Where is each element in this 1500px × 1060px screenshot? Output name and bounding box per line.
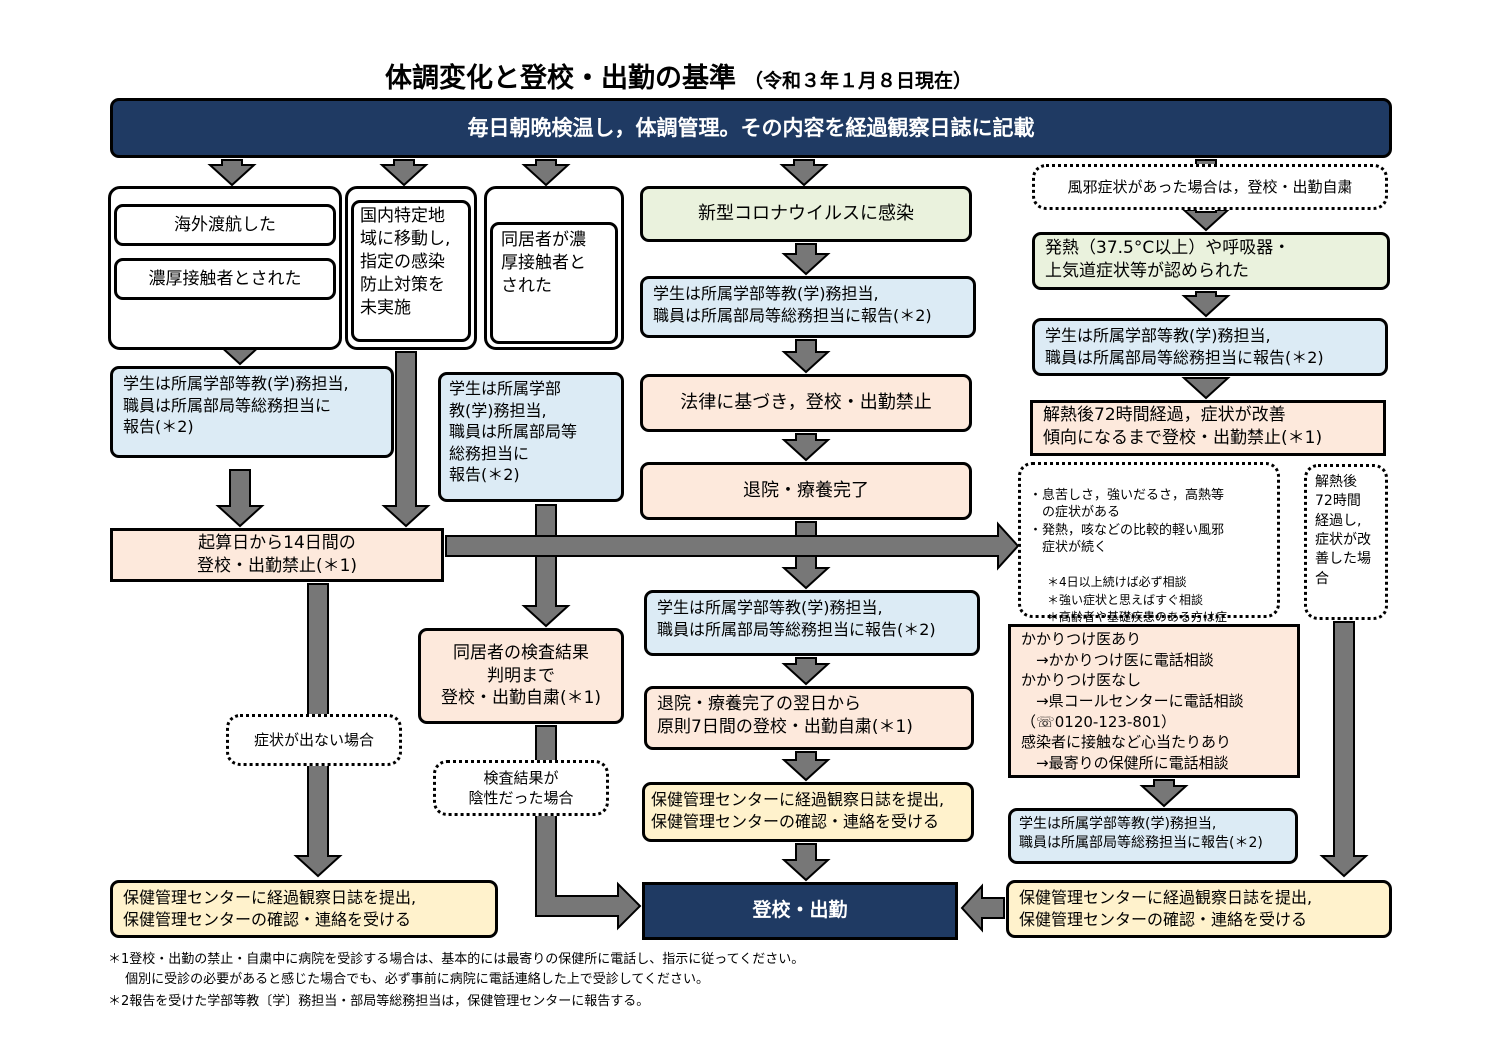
household-contact-box: 同居者が濃 厚接触者と された: [490, 222, 618, 344]
arrow-col4-e: [781, 657, 831, 686]
report-box-col4-b: 学生は所属学部等教(学)務担当, 職員は所属部局等総務担当に報告(＊2): [644, 590, 980, 656]
title-date: （令和３年１月８日現在）: [744, 70, 973, 92]
severe-symptoms-text: ・息苦しさ，強いだるさ，高熱等 の症状がある ・発熱，咳などの比較的軽い風邪 症…: [1029, 487, 1225, 556]
ban-72h-box: 解熱後72時間経過，症状が改善 傾向になるまで登校・出勤禁止(＊1): [1030, 400, 1386, 456]
arrow-col1-ban: [215, 469, 265, 528]
arrow-head-col4: [779, 159, 829, 187]
page-title: 体調変化と登校・出勤の基準（令和３年１月８日現在）: [385, 63, 973, 94]
consult-guidance-text: ＊4日以上続けば必ず相談 ＊強い症状と思えばすぐ相談 ＊高齢者や基礎疾患のある方…: [1047, 575, 1228, 641]
arrow-col5-c: [1181, 377, 1231, 400]
discharge-box: 退院・療養完了: [640, 462, 972, 520]
legal-ban-box: 法律に基づき，登校・出勤禁止: [640, 374, 972, 432]
arrow-col4-g: [781, 843, 831, 882]
arrow-col5-a: [1181, 209, 1231, 232]
submit-box-col5: 保健管理センターに経過観察日誌を提出, 保健管理センターの確認・連絡を受ける: [1006, 880, 1392, 938]
arrow-col5-d: [1139, 779, 1189, 808]
overseas-travel-box: 海外渡航した: [114, 204, 336, 246]
arrow-head-col2: [379, 159, 429, 187]
arrow-col3-return: [535, 725, 642, 931]
footnote-1: ＊1登校・出勤の禁止・自粛中に病院を受診する場合は、基本的には最寄りの保健所に電…: [108, 952, 805, 987]
report-box-col5-a: 学生は所属学部等教(学)務担当, 職員は所属部局等総務担当に報告(＊2): [1032, 318, 1388, 376]
arrow-col2-ban: [381, 351, 431, 528]
arrow-col5-improved: [1319, 621, 1369, 878]
footnote-2: ＊2報告を受けた学部等教〔学〕務担当・部局等総務担当は，保健管理センターに報告す…: [108, 994, 650, 1009]
arrow-col4-b: [781, 339, 831, 374]
consultation-box: かかりつけ医あり →かかりつけ医に電話相談 かかりつけ医なし →県コールセンター…: [1008, 624, 1300, 778]
severe-symptoms-note: ・息苦しさ，強いだるさ，高熱等 の症状がある ・発熱，咳などの比較的軽い風邪 症…: [1018, 462, 1280, 641]
arrow-col5-return: [960, 883, 1005, 933]
submit-box-col4: 保健管理センターに経過観察日誌を提出, 保健管理センターの確認・連絡を受ける: [642, 782, 974, 842]
report-box-col3: 学生は所属学部 教(学)務担当, 職員は所属部局等 総務担当に 報告(＊2): [438, 372, 624, 502]
report-box-col4-a: 学生は所属学部等教(学)務担当, 職員は所属部局等総務担当に報告(＊2): [640, 276, 976, 338]
arrow-head-col1: [207, 159, 257, 187]
seven-day-box: 退院・療養完了の翌日から 原則7日間の登校・出勤自粛(＊1): [644, 686, 974, 750]
arrow-col4-c: [781, 433, 831, 462]
negative-result-note: 検査結果が 陰性だった場合: [433, 760, 609, 816]
report-box-col1: 学生は所属学部等教(学)務担当, 職員は所属部局等総務担当に 報告(＊2): [110, 366, 394, 458]
cold-symptom-note: 風邪症状があった場合は，登校・出勤自粛: [1032, 164, 1388, 210]
return-to-campus-box: 登校・出勤: [642, 882, 958, 940]
household-wait-box: 同居者の検査結果 判明まで 登校・出勤自粛(＊1): [418, 628, 624, 724]
arrow-ban14-to-severe: [445, 521, 1020, 571]
arrow-col4-a: [781, 243, 831, 276]
infected-box: 新型コロナウイルスに感染: [640, 186, 972, 242]
report-box-col5-b: 学生は所属学部等教(学)務担当, 職員は所属部局等総務担当に報告(＊2): [1008, 808, 1298, 864]
no-symptom-note: 症状が出ない場合: [226, 714, 402, 766]
daily-check-banner: 毎日朝晩検温し，体調管理。その内容を経過観察日誌に記載: [110, 98, 1392, 158]
arrow-col4-f: [781, 751, 831, 782]
arrow-col5-b: [1181, 291, 1231, 318]
submit-box-col1: 保健管理センターに経過観察日誌を提出, 保健管理センターの確認・連絡を受ける: [110, 880, 498, 938]
fever-improved-note: 解熱後 72時間 経過し, 症状が改 善した場 合: [1304, 464, 1388, 620]
arrow-col3-wait: [521, 504, 571, 628]
fever-box: 発熱（37.5°C以上）や呼吸器・ 上気道症状等が認められた: [1032, 232, 1390, 290]
ban-14days-box: 起算日から14日間の 登校・出勤禁止(＊1): [110, 528, 444, 582]
arrow-head-col3: [521, 159, 571, 187]
close-contact-box: 濃厚接触者とされた: [114, 258, 336, 300]
domestic-travel-box: 国内特定地 域に移動し, 指定の感染 防止対策を 未実施: [351, 200, 471, 342]
